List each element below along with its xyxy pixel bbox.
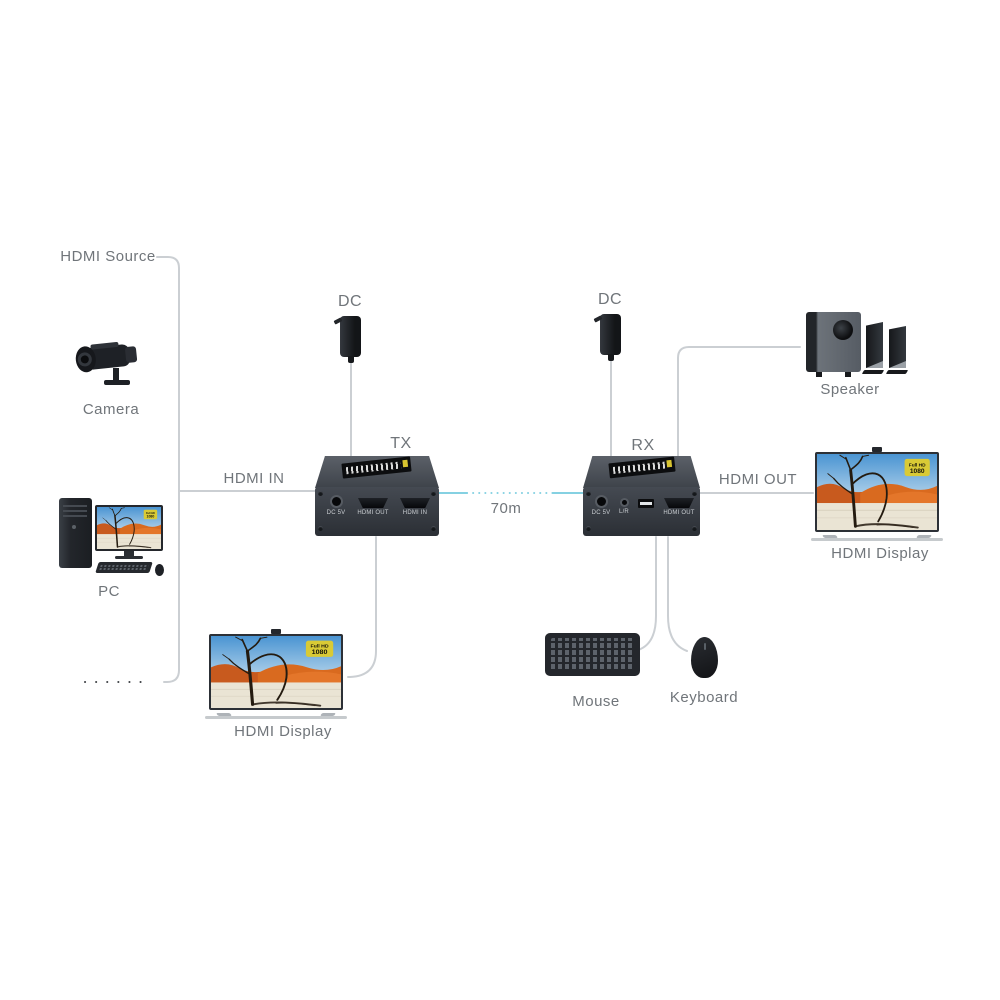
speaker-foot: [845, 372, 851, 377]
tx-hdmi-out-port: HDMI OUT: [353, 495, 393, 516]
pc-monitor-base: [115, 556, 143, 559]
rx-dc-port: DC 5V: [588, 495, 614, 516]
rx-label-sticker: [608, 456, 675, 479]
wire-tx-display: [347, 536, 377, 678]
wire-keyboard: [637, 536, 657, 651]
screw-icon: [318, 526, 323, 531]
wire-speaker: [677, 346, 801, 457]
svg-text:Full HD: Full HD: [310, 644, 329, 650]
rx-audio-port-label: L/R: [619, 509, 629, 515]
pc-label: PC: [98, 583, 120, 600]
svg-text:Full HD: Full HD: [909, 462, 926, 468]
subwoofer: [806, 312, 861, 377]
tv-frame: Full HD 1080: [209, 634, 343, 710]
pc-mouse: [155, 564, 164, 576]
dc-label-tx: DC: [337, 293, 363, 310]
distance-label: 70m: [490, 500, 522, 517]
hdmi-display-right-label: HDMI Display: [831, 545, 929, 562]
tx-front-panel: DC 5V HDMI OUT HDMI IN: [315, 487, 439, 536]
rx-top-face: [583, 456, 700, 488]
pc-icon: Full HD 1080: [53, 494, 168, 580]
tx-extender-device: DC 5V HDMI OUT HDMI IN: [315, 456, 439, 537]
pc-monitor-screen: Full HD 1080: [97, 507, 161, 549]
hdmi-port-icon: [358, 498, 388, 508]
rx-usb-port: [635, 495, 657, 508]
screw-icon: [586, 491, 591, 496]
rx-dc-port-label: DC 5V: [591, 510, 611, 516]
camera-icon: [68, 334, 152, 396]
keyboard-label: Keyboard: [669, 689, 739, 706]
tx-hdmi-in-port-label: HDMI IN: [402, 510, 428, 516]
pc-tower: [59, 498, 92, 568]
speaker-label: Speaker: [820, 381, 880, 398]
wire-source-bracket: [156, 256, 180, 683]
svg-text:1080: 1080: [910, 468, 925, 475]
usb-port-icon: [638, 499, 654, 508]
svg-text:1080: 1080: [312, 649, 328, 656]
hdmi-in-label: HDMI IN: [223, 470, 285, 487]
tx-label: TX: [390, 435, 412, 452]
mouse-label: Mouse: [572, 693, 620, 710]
tx-hdmi-in-port: HDMI IN: [395, 495, 435, 516]
dc-adapter-rx-icon: [600, 314, 621, 355]
dc-label-rx: DC: [597, 291, 623, 308]
svg-text:1080: 1080: [147, 514, 155, 518]
camera-label: Camera: [82, 401, 140, 418]
tv-stand-bar: [205, 716, 347, 719]
pc-keyboard: [95, 562, 153, 573]
pc-monitor-stand: [124, 551, 134, 556]
hdmi-display-bottom: Full HD 1080: [205, 629, 347, 719]
rx-extender-device: DC 5V L/R HDMI OUT: [583, 456, 700, 537]
dc-jack-icon: [594, 495, 608, 508]
hdmi-display-bottom-label: HDMI Display: [234, 723, 332, 740]
rx-hdmi-out-port-label: HDMI OUT: [663, 510, 695, 516]
screw-icon: [318, 491, 323, 496]
tv-screen: Full HD 1080: [211, 636, 341, 708]
hdmi-out-label: HDMI OUT: [718, 471, 798, 488]
tv-stand-bar: [811, 538, 943, 541]
keyboard-icon: [545, 633, 640, 676]
dc-adapter-tx-icon: [340, 316, 361, 357]
screw-icon: [431, 526, 436, 531]
pc-monitor: Full HD 1080: [95, 505, 163, 551]
rx-hdmi-out-port: HDMI OUT: [659, 495, 699, 516]
satellite-speaker: [889, 326, 906, 368]
hdmi-port-icon: [664, 498, 694, 508]
svg-text:Full HD: Full HD: [146, 511, 155, 515]
rx-label: RX: [631, 437, 655, 454]
hdmi-port-icon: [400, 498, 430, 508]
speaker-icon: [800, 306, 912, 378]
tv-camera-nub: [872, 447, 882, 452]
tx-top-face: [315, 456, 439, 488]
screw-icon: [586, 526, 591, 531]
screw-icon: [431, 491, 436, 496]
screw-icon: [692, 491, 697, 496]
tx-label-sticker: [341, 456, 413, 479]
satellite-base: [861, 370, 885, 374]
rx-audio-port: L/R: [615, 495, 633, 515]
hdmi-display-right: Full HD 1080: [811, 447, 943, 541]
audio-jack-icon: [619, 498, 629, 507]
satellite-base: [885, 370, 909, 374]
tv-screen: Full HD 1080: [817, 454, 937, 530]
dc-jack-icon: [329, 495, 343, 508]
tx-dc-port: DC 5V: [323, 495, 349, 516]
hdmi-source-label: HDMI Source: [60, 248, 156, 265]
wire-mouse: [667, 536, 688, 652]
tv-camera-nub: [271, 629, 281, 634]
tx-hdmi-out-port-label: HDMI OUT: [357, 510, 389, 516]
tv-frame: Full HD 1080: [815, 452, 939, 532]
speaker-foot: [816, 372, 822, 377]
satellite-speaker: [866, 322, 883, 368]
rx-front-panel: DC 5V L/R HDMI OUT: [583, 487, 700, 536]
mouse-icon: [691, 637, 718, 678]
screw-icon: [692, 526, 697, 531]
tx-dc-port-label: DC 5V: [326, 510, 346, 516]
